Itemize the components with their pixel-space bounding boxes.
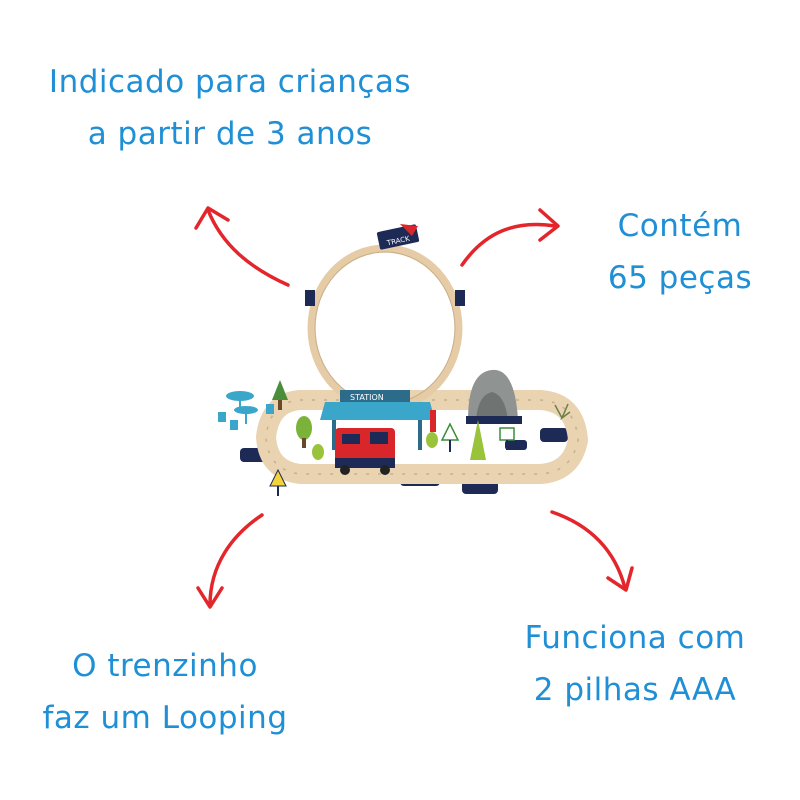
caption-batteries: Funciona com 2 pilhas AAA xyxy=(490,612,780,716)
caption-pieces-line2: 65 peças xyxy=(607,260,753,296)
caption-loop-line2: faz um Looping xyxy=(42,700,288,736)
arrow-top-right xyxy=(460,208,560,267)
road-signs xyxy=(269,403,571,496)
oval-track xyxy=(255,390,589,484)
picnic-tables xyxy=(218,391,274,430)
caption-age-line1: Indicado para crianças xyxy=(48,64,412,100)
caption-battery-line2: 2 pilhas AAA xyxy=(533,672,737,708)
caption-age-recommendation: Indicado para crianças a partir de 3 ano… xyxy=(0,56,460,160)
caption-battery-line1: Funciona com xyxy=(524,620,746,656)
tunnel xyxy=(466,369,522,424)
arrow-bottom-right xyxy=(550,510,634,592)
train xyxy=(335,428,395,475)
caption-pieces-count: Contém 65 peças xyxy=(560,200,800,304)
station-sign-text: STATION xyxy=(350,393,384,402)
caption-loop-line1: O trenzinho xyxy=(72,648,258,684)
caption-looping: O trenzinho faz um Looping xyxy=(20,640,310,744)
trees xyxy=(272,380,486,460)
arrow-bottom-left xyxy=(196,513,264,609)
caption-pieces-line1: Contém xyxy=(617,208,743,244)
arrow-top-left xyxy=(194,206,290,287)
caption-age-line2: a partir de 3 anos xyxy=(87,116,373,152)
station: STATION xyxy=(320,390,436,450)
track-sign: TRACK xyxy=(376,224,420,250)
loop-track xyxy=(305,244,465,412)
